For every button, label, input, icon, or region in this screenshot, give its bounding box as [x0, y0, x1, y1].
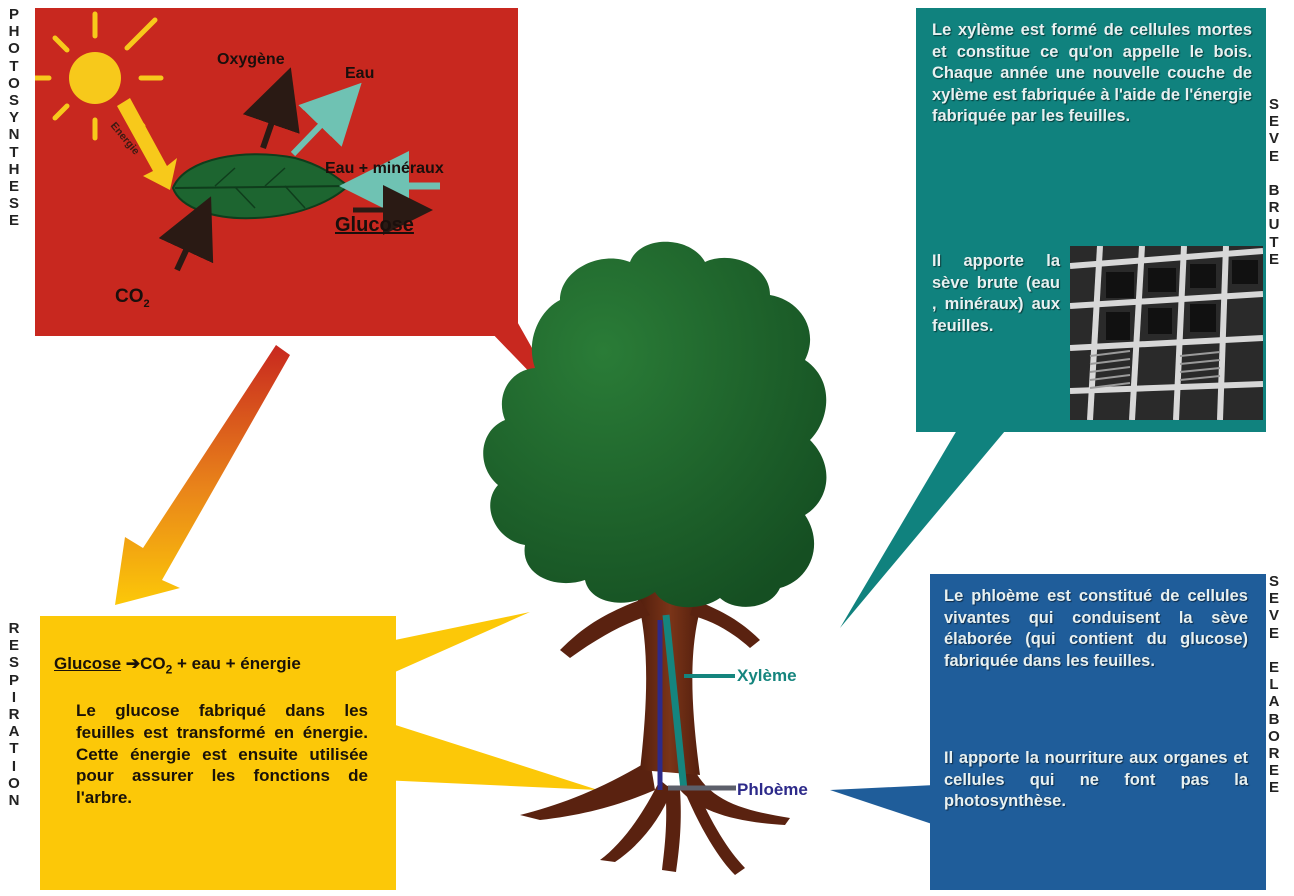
vertical-letter: H	[8, 160, 20, 178]
phloem-box: Le phloème est constitué de cellules viv…	[930, 574, 1266, 890]
vertical-letter: U	[1268, 216, 1280, 234]
phloem-callout-pointer	[830, 785, 935, 825]
vertical-letter: E	[8, 178, 19, 196]
vertical-letter: E	[1268, 659, 1279, 677]
sun-icon	[35, 11, 164, 141]
vertical-letter: T	[9, 57, 19, 75]
vertical-letter: A	[1268, 693, 1280, 711]
vertical-letter: T	[9, 143, 19, 161]
vertical-letter: E	[1268, 113, 1279, 131]
respiration-callout-pointer-bottom	[380, 720, 598, 790]
phloem-sap-description: Il apporte la nourriture aux organes et …	[944, 749, 1248, 810]
vertical-letter: I	[11, 757, 17, 775]
vertical-letter: N	[8, 792, 20, 810]
vertical-letter: O	[8, 774, 20, 792]
vertical-letter: E	[1268, 250, 1279, 268]
vertical-letter: L	[1269, 676, 1279, 694]
letter-gap	[1264, 642, 1284, 659]
respiration-callout-pointer-top	[395, 612, 530, 672]
vertical-letter: S	[1268, 96, 1279, 113]
vertical-letter: V	[1268, 607, 1279, 625]
co2-label: CO2	[115, 286, 150, 310]
vertical-letter: R	[1268, 745, 1280, 763]
xylem-line	[662, 614, 688, 791]
vertical-letter: S	[8, 92, 19, 110]
photosynthesis-to-respiration-arrow	[115, 345, 290, 605]
xylem-callout-pointer	[840, 425, 1010, 628]
vertical-letter: Y	[8, 109, 19, 127]
co2-arrow	[158, 196, 214, 272]
vertical-letter: T	[1269, 233, 1279, 251]
vertical-letter: E	[8, 212, 19, 230]
vertical-letter: P	[8, 671, 19, 689]
glucose-label: Glucose	[335, 214, 414, 236]
letter-gap	[1264, 165, 1284, 182]
photosynthesis-drawing	[35, 11, 440, 272]
respiration-description: Le glucose fabriqué dans les feuilles es…	[76, 701, 368, 808]
xylem-micrograph-image	[1070, 246, 1263, 420]
vertical-letter: B	[1268, 710, 1280, 728]
vertical-letter: S	[8, 654, 19, 672]
water-label: Eau	[345, 65, 375, 82]
vertical-letter: E	[8, 637, 19, 655]
xylem-micrograph-icon	[1070, 246, 1263, 420]
oxygen-label: Oxygène	[217, 51, 285, 68]
vertical-letter: S	[8, 195, 19, 213]
respiration-equation: Glucose ➔CO2 + eau + énergie	[54, 654, 301, 677]
vertical-letter: E	[1268, 624, 1279, 642]
vertical-letter: H	[8, 23, 20, 41]
vertical-letter: E	[1268, 147, 1279, 165]
vertical-letter: E	[1268, 762, 1279, 780]
vertical-letter: V	[1268, 130, 1279, 148]
photosynthesis-box: Oxygène Eau Energie Eau + minéraux Gluco…	[35, 8, 518, 336]
vertical-letter: N	[8, 126, 20, 144]
xylem-box: Le xylème est formé de cellules mortes e…	[916, 8, 1266, 432]
vertical-letter: O	[1268, 727, 1280, 745]
phloem-description: Le phloème est constitué de cellules viv…	[944, 587, 1248, 670]
water-minerals-label: Eau + minéraux	[325, 160, 444, 177]
oxygen-arrow	[242, 67, 300, 149]
vertical-letter: R	[8, 620, 20, 637]
vertical-letter: R	[1268, 199, 1280, 217]
xylem-sap-description: Il apporte la sève brute (eau , minéraux…	[932, 252, 1060, 335]
vertical-letter: A	[8, 723, 20, 741]
phloem-label: Phloème	[737, 780, 808, 799]
vertical-letter: R	[8, 706, 20, 724]
vertical-letter: I	[11, 688, 17, 706]
xylem-label: Xylème	[737, 666, 797, 685]
energy-arrow	[117, 98, 177, 190]
vertical-letter: B	[1268, 182, 1280, 200]
water-arrow	[290, 82, 362, 157]
xylem-description: Le xylème est formé de cellules mortes e…	[932, 21, 1252, 125]
respiration-box: Glucose ➔CO2 + eau + énergie Le glucose …	[40, 616, 396, 890]
vertical-letter: S	[1268, 573, 1279, 590]
vertical-letter: O	[8, 74, 20, 92]
vertical-letter: E	[1268, 779, 1279, 797]
vertical-letter: P	[8, 6, 19, 23]
vertical-letter: T	[9, 740, 19, 758]
vertical-letter: E	[1268, 590, 1279, 608]
tree-illustration	[483, 241, 827, 875]
vertical-letter: O	[8, 40, 20, 58]
